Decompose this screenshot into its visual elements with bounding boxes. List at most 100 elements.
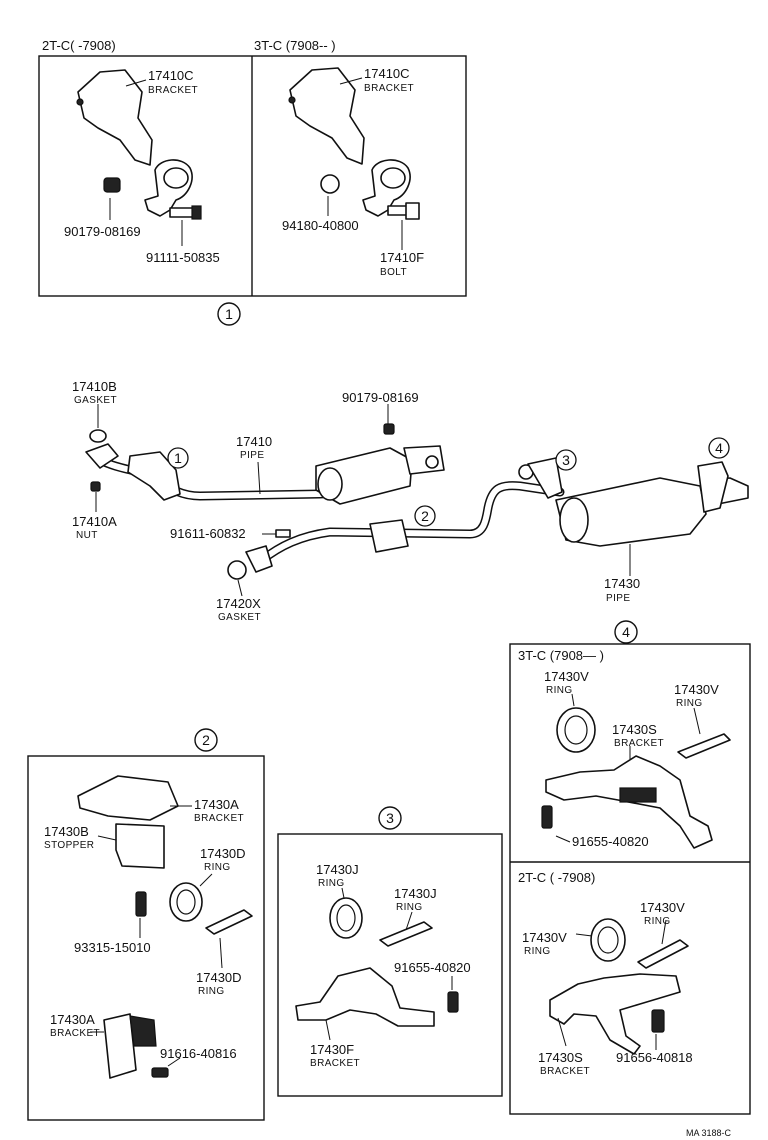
box-2-frame [27,755,265,1121]
box-3-bracket-pn: 17430F [310,1042,354,1057]
box-3-ring1-desc: RING [318,878,345,889]
box-3-frame [277,833,503,1097]
box-2-bracket-pn: 17430A [194,797,239,812]
clamp-ring-left [163,167,189,189]
box-1-left-bracket-pn: 17410C [148,68,194,83]
gasket-17420x [227,560,247,580]
bolt-91656-bottom [651,1009,665,1033]
bracket-17410c-right [289,67,365,165]
gasket-17410b [89,429,107,443]
box-2-group: 2 17430A BRACKET 17430B STOPPER 17430D R… [27,728,265,1121]
main-callout-4: 4 [715,440,723,456]
bracket-17430a-2-pad [129,1015,157,1047]
box-4-bottom-ring2-desc: RING [644,916,671,927]
main-callout-circle-4 [708,437,730,459]
box-1-right-bracket-desc: BRACKET [364,83,414,94]
leader-17410c-right [339,77,363,85]
box-4-bottom-header: 2T-C ( -7908) [518,870,595,885]
box-4-bottom-bracket-pn: 17430S [538,1050,583,1065]
box-1-right-variant: 17410C BRACKET 94180-40800 17410F BOLT [282,66,424,278]
leader-17430v-bottom-2 [661,919,667,945]
nut-90179-main [383,423,395,435]
box-1-right-bracket-pn: 17410C [364,66,410,81]
box-1-right-bolt-desc: BOLT [380,267,407,278]
bracket-17430s-bottom [549,973,681,1055]
box-2-ring1-desc: RING [204,862,231,873]
ring-17430d-2 [205,909,253,935]
box-4-top-ring1-pn: 17430V [544,669,589,684]
clamp-ring-right [380,167,406,189]
bolt-91611 [275,529,291,538]
box-3-group: 3 17430J RING 17430J RING 91655-40820 17… [277,806,503,1097]
nut-17410a-pn: 17410A [72,514,117,529]
leader-17410c-left [125,79,147,87]
box-1-left-bolt-pn: 91111-50835 [146,250,220,265]
bolt-93315 [135,891,147,917]
box-1-right-header: 3T-C (7908-- ) [254,38,336,53]
box-1-left-variant: 17410C BRACKET 90179-08169 91111-50835 [64,68,220,265]
pipe-17410-pn: 17410 [236,434,272,449]
nut-90179-left [103,177,121,193]
hanger-ring [425,455,439,469]
bracket-17430a [77,775,179,821]
nut-94180-right [320,174,340,194]
box-3-bolt-pn: 91655-40820 [394,960,471,975]
main-callout-1: 1 [174,450,182,466]
pipe-17410-desc: PIPE [240,450,264,461]
ring-17430v-top-2 [677,733,731,759]
front-muffler-end [317,467,343,501]
box-4-bottom-ring1-pn: 17430V [522,930,567,945]
box-2-stopper-pn: 17430B [44,824,89,839]
bracket-17430s-top-pad [619,787,657,803]
ring-17430j-2 [379,921,433,947]
hanger-bracket-4 [697,461,729,513]
bracket-hole-right [288,96,296,104]
callout-1-label: 1 [225,306,233,322]
leader-17430d-2 [219,937,223,969]
box-1-left-bracket-desc: BRACKET [148,85,198,96]
leader-17430v-top-1 [571,693,575,707]
leader-91616 [167,1057,181,1067]
box-4-top-bracket-desc: BRACKET [614,738,664,749]
box-4-group: 4 3T-C (7908— ) 17430V RING 17430V RING … [509,620,751,1115]
bolt-head-left [191,205,202,220]
box-4-top-bracket-pn: 17430S [612,722,657,737]
box-2-bracket-desc: BRACKET [194,813,244,824]
box-4-bottom-bolt-pn: 91656-40818 [616,1050,693,1065]
bracket-hole-left [76,98,84,106]
box-2-bracket2-pn: 17430A [50,1012,95,1027]
main-callout-circle-1 [167,447,189,469]
box-4-top-ring2-desc: RING [676,698,703,709]
leader-17430j-1 [341,887,345,899]
box-2-ring2-desc: RING [198,986,225,997]
box-2-callout: 2 [202,732,210,748]
pipe-17430-desc: PIPE [606,593,630,604]
bolt-91655-box3 [447,991,459,1013]
box-4-callout: 4 [622,624,630,640]
box-4-top-header: 3T-C (7908— ) [518,648,604,663]
box-1-right-nut-pn: 94180-40800 [282,218,359,233]
main-assembly: 17410B GASKET 17410A NUT 17410 PIPE 9017… [72,379,749,623]
gasket-17410b-pn: 17410B [72,379,117,394]
bolt-head-right [405,202,420,220]
box-3-callout: 3 [386,810,394,826]
box-3-ring2-pn: 17430J [394,886,437,901]
main-callout-3: 3 [562,452,570,468]
box-2-bolt2-pn: 91616-40816 [160,1046,237,1061]
nut-17410a [90,481,101,492]
box-2-callout-circle [194,728,218,752]
footer-code: MA 3188-C [686,1128,732,1138]
leader-17430j-2 [405,911,413,931]
bolt-91616 [151,1067,169,1078]
nut-90179-main-pn: 90179-08169 [342,390,419,405]
bracket-17410c-left [77,69,153,166]
gasket-17410b-desc: GASKET [74,395,117,406]
box-3-bracket-desc: BRACKET [310,1058,360,1069]
main-callout-circle-2 [414,505,436,527]
bracket-17430a-2 [103,1013,137,1079]
leader-17430f [325,1019,331,1041]
box-4-top-ring2-pn: 17430V [674,682,719,697]
box-1-right-bolt-pn: 17410F [380,250,424,265]
box-2-ring1-pn: 17430D [200,846,246,861]
